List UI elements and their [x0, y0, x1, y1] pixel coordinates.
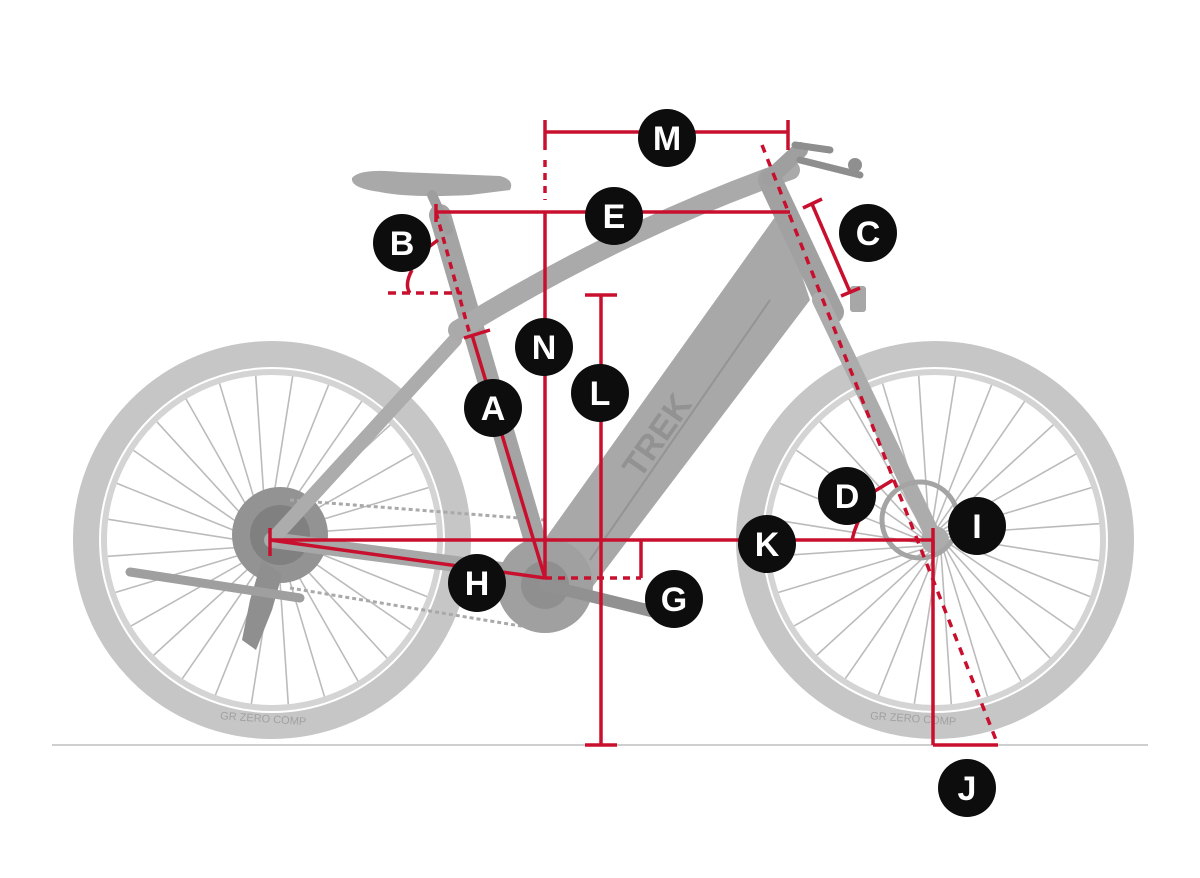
label-l: L [590, 375, 611, 413]
badge-n: N [515, 318, 573, 376]
spoke [819, 421, 923, 535]
steering-axis [760, 144, 1000, 746]
spoke [948, 542, 1074, 631]
spoke [778, 547, 925, 594]
label-d: D [835, 478, 860, 516]
spoke [940, 552, 953, 705]
label-badges: M E C B N L A D I K H G J [373, 109, 1006, 817]
handlebar [791, 141, 864, 179]
spoke [931, 376, 957, 527]
label-k: K [755, 526, 780, 564]
label-m: M [653, 120, 681, 158]
badge-l: L [571, 364, 629, 422]
headlight [850, 286, 866, 312]
fork [812, 292, 943, 548]
spoke [844, 553, 933, 679]
label-j: J [958, 770, 977, 808]
kickstand [125, 567, 305, 603]
seatstay [265, 333, 462, 547]
label-h: H [465, 565, 490, 603]
spoke [934, 384, 993, 527]
spoke [942, 550, 989, 697]
badge-e: E [585, 187, 643, 245]
badge-d: D [818, 467, 876, 525]
rear-derailleur [242, 560, 282, 650]
label-n: N [532, 329, 557, 367]
badge-k: K [738, 515, 796, 573]
label-c: C [856, 215, 881, 253]
badge-a: A [464, 379, 522, 437]
badge-h: H [448, 554, 506, 612]
spoke [816, 552, 930, 656]
badge-c: C [839, 204, 897, 262]
spoke [947, 545, 1051, 659]
saddle [351, 170, 512, 196]
spoke [793, 550, 927, 627]
label-i: I [972, 508, 981, 546]
spoke [937, 401, 1026, 527]
label-a: A [481, 390, 506, 428]
dimension-c [810, 203, 852, 293]
front-tire-text: GR ZERO COMP [870, 710, 957, 728]
label-b: B [390, 225, 415, 263]
chain [289, 498, 546, 632]
badge-i: I [948, 497, 1006, 555]
dimension-b-angle [405, 269, 414, 295]
spoke [130, 550, 264, 627]
badge-j: J [938, 759, 996, 817]
rear-tire-text: GR ZERO COMP [220, 710, 307, 728]
spoke [917, 375, 930, 528]
spoke [877, 553, 936, 696]
dimension-a [470, 334, 547, 579]
badge-b: B [373, 214, 431, 272]
spoke [945, 548, 1022, 682]
badge-g: G [645, 570, 703, 628]
spoke [115, 547, 262, 594]
label-g: G [661, 581, 687, 619]
label-e: E [603, 198, 626, 236]
badge-m: M [638, 109, 696, 167]
